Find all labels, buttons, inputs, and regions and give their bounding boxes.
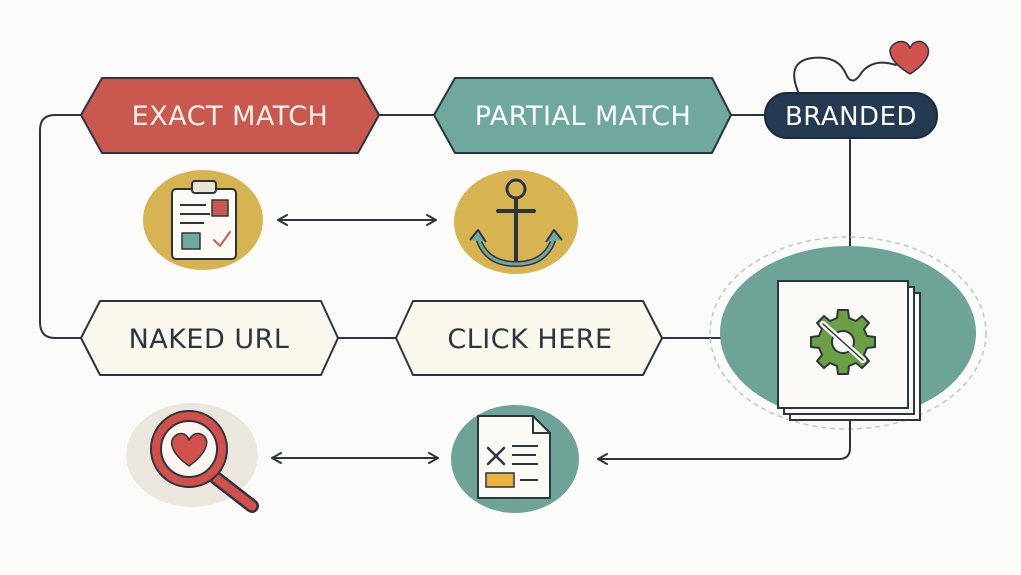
label-partial-match-text: PARTIAL MATCH <box>475 101 692 132</box>
label-exact-match[interactable]: EXACT MATCH <box>80 77 380 154</box>
label-click-here[interactable]: CLICK HERE <box>395 300 663 376</box>
label-click-here-text: CLICK HERE <box>447 324 612 355</box>
label-branded-text: BRANDED <box>785 102 917 132</box>
document-icon <box>451 405 579 513</box>
magnifier-heart-icon <box>126 403 259 513</box>
label-naked-url[interactable]: NAKED URL <box>80 300 339 376</box>
connector-stack-to-document <box>597 419 851 465</box>
label-naked-url-text: NAKED URL <box>129 324 290 355</box>
label-branded[interactable]: BRANDED <box>764 92 938 139</box>
double-arrows <box>271 214 439 464</box>
label-exact-match-text: EXACT MATCH <box>132 101 329 132</box>
anchor-icon <box>454 170 578 274</box>
label-partial-match[interactable]: PARTIAL MATCH <box>433 77 732 154</box>
gear-page-stack-icon <box>777 280 921 421</box>
clipboard-icon <box>143 170 263 270</box>
heart-icon <box>889 40 930 75</box>
connector-exact-to-naked <box>39 114 81 339</box>
connector-lines <box>39 114 851 339</box>
heart-squiggle <box>793 40 930 97</box>
